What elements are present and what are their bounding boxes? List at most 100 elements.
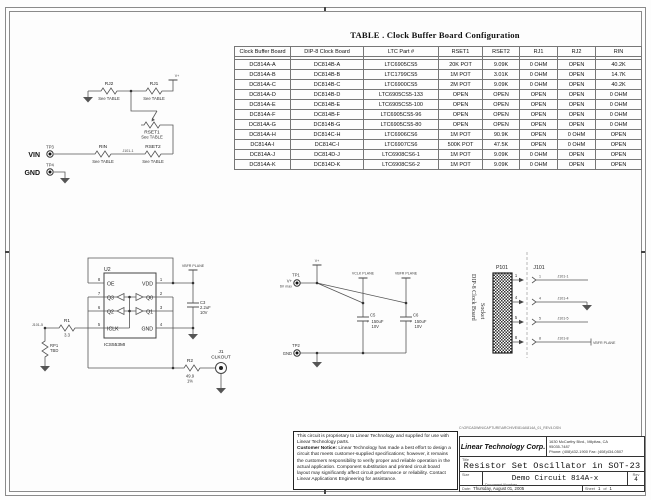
rset2-label: RSET2	[145, 144, 161, 150]
rp1-refdes: RP1	[50, 343, 59, 348]
sheet-total: 1	[609, 486, 612, 491]
title-block-title-row: Title Resistor Set Oscillator in SOT-23	[460, 457, 644, 472]
rset2-value: See TABLE	[142, 159, 164, 164]
vin-label: VIN	[28, 152, 40, 159]
pin-oe-label: OE	[107, 282, 115, 288]
rev-label: Rev	[632, 473, 640, 477]
oscillator-ic-schematic: U2 ICS553MI OE Q3 Q2 ICLK VDD Q0 Q1 GND …	[32, 257, 231, 394]
date-label: Date:	[462, 486, 472, 491]
sheet-cell: Sheet 1 of 1	[582, 486, 644, 491]
pin-q1-label: Q1	[146, 310, 153, 316]
r2-refdes: R2	[187, 358, 193, 364]
net-label-j101-5: J101-5	[32, 323, 43, 327]
sheet-of-label: of	[603, 486, 607, 491]
vbfr-plane-label: VBFR PLANE	[395, 272, 418, 276]
tp4-label: TP4	[46, 163, 54, 168]
p101-pin-8: 8	[515, 335, 518, 340]
pin-number-5: 5	[98, 322, 101, 327]
net-label-j101-8: J101-8	[558, 337, 569, 341]
rj2-label: RJ2	[105, 81, 114, 87]
u2-part-number: ICS553MI	[104, 342, 125, 348]
c3-voltage: 10V	[200, 310, 208, 315]
p101-pin-5: 5	[515, 315, 518, 320]
pin-q0-label: Q0	[146, 296, 153, 302]
tp2-label: TP2	[292, 343, 300, 348]
r1-value: 3.3	[64, 333, 70, 338]
disclaimer-box: This circuit is proprietary to Linear Te…	[293, 431, 458, 490]
rj1-value: See TABLE	[143, 96, 165, 101]
rset1-label: RSET1	[144, 130, 160, 136]
pin-vdd-label: VDD	[142, 282, 153, 288]
date-value: Thursday, August 01, 2005	[473, 486, 525, 491]
c6-value: 150uF	[415, 319, 427, 324]
company-name: Linear Technology Corp.	[460, 442, 546, 451]
title-block-doc-row: Size Document Number Demo Circuit 814A-x…	[460, 472, 644, 487]
j1-refdes: J1	[218, 349, 223, 355]
r2-tolerance: 1%	[187, 379, 193, 384]
tp1-label: TP1	[292, 273, 300, 278]
size-label: Size	[462, 473, 470, 477]
p101-pin-4: 4	[515, 295, 518, 300]
pin-iclk-label: ICLK	[107, 327, 119, 333]
disclaimer-notice-label: Customer Notice:	[297, 446, 337, 452]
vclk-plane-label: VCLK PLANE	[352, 272, 375, 276]
pin-gnd-label: GND	[141, 327, 153, 333]
dip8-socket-schematic: DIP-8 Clock Board Socket P101 J101 1 4 5…	[470, 252, 616, 358]
pin-number-4: 4	[160, 322, 163, 327]
tp3-label: TP3	[46, 145, 54, 150]
vplus-label: V+	[287, 279, 293, 284]
zone-tick-right	[641, 251, 645, 253]
disclaimer-notice: Customer Notice: Linear Technology has m…	[297, 446, 454, 483]
table-title: TABLE . Clock Buffer Board Configuration	[350, 30, 520, 40]
gnd-label: GND	[24, 170, 40, 177]
c3-refdes: C3	[200, 300, 206, 305]
pin-number-8: 8	[98, 277, 101, 282]
net-label-j101-4: J101-4	[558, 297, 569, 301]
p101-socket-body	[492, 272, 513, 354]
c5-voltage: 10V	[372, 324, 380, 329]
vmax-label: 6V max	[280, 285, 292, 289]
address-line3: Phone: (408)432-1900 Fax: (408)434-0507	[549, 449, 624, 455]
rin-value: See TABLE	[92, 159, 114, 164]
p101-refdes: P101	[496, 265, 508, 271]
pin-number-2: 2	[160, 291, 163, 296]
pin-q2-label: Q2	[107, 310, 114, 316]
rev-cell: Rev 4	[627, 472, 644, 485]
c5-value: 150uF	[372, 319, 384, 324]
rj1-label: RJ1	[150, 81, 159, 87]
net-label-j101-1: J101-1	[123, 149, 134, 153]
c6-voltage: 10V	[415, 324, 423, 329]
document-number-cell: Document Number Demo Circuit 814A-x	[482, 472, 627, 487]
address-line1: 1630 McCarthy Blvd., Milpitas, CA	[549, 438, 609, 444]
vbfr-plane-label: VBFR PLANE	[593, 341, 616, 345]
pin-number-1: 1	[160, 277, 163, 282]
j101-pin-8: 8	[539, 337, 541, 341]
c5-polarity: +	[367, 319, 370, 324]
schematic-title: Resistor Set Oscillator in SOT-23	[463, 461, 641, 471]
vplus-rail-label: V+	[175, 74, 180, 78]
vplus-rail-label: V+	[315, 259, 320, 263]
j1-name: CLKOUT	[211, 355, 231, 361]
u2-refdes: U2	[104, 267, 111, 273]
p101-pin-1: 1	[515, 273, 518, 278]
company-address: 1630 McCarthy Blvd., Milpitas, CA 95035-…	[546, 437, 644, 456]
pin-q3-label: Q3	[107, 296, 114, 302]
c3-value: 2.2uF	[200, 305, 211, 310]
net-label-j101-1: J101-1	[558, 275, 569, 279]
socket-label-line2: Socket	[479, 303, 485, 320]
rset1-value: See TABLE	[141, 135, 163, 140]
table-cell: OPEN	[595, 159, 642, 170]
socket-label-line1: DIP-8 Clock Board	[470, 274, 476, 321]
pin-number-6: 6	[98, 305, 101, 310]
power-bypass-schematic: TP1 V+ 6V max V+ VCLK PLANE VBFR PLANE C…	[280, 259, 427, 368]
file-path: C:\ORCADWIN\CAPTURE\ARCHIVE\814A\814A_01…	[459, 426, 561, 430]
gnd-label: GND	[283, 351, 292, 356]
address-line2: 95035-7487	[549, 443, 570, 449]
vbfr-plane-label: VBFR PLANE	[182, 264, 205, 268]
rev-value: 4	[634, 477, 638, 483]
j101-pin-1: 1	[539, 275, 541, 279]
